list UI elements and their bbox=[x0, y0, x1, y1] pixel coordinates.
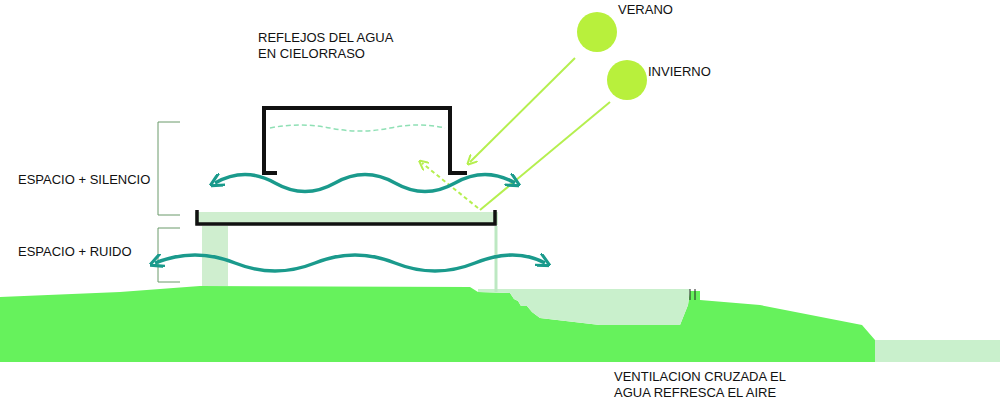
sun-label: VERANO bbox=[618, 2, 708, 18]
column bbox=[495, 226, 498, 292]
water-reflection bbox=[270, 125, 445, 131]
sun bbox=[577, 12, 617, 52]
airflow-arrow bbox=[155, 255, 545, 271]
water-body bbox=[875, 340, 1000, 362]
caption-note: VENTILACION CRUZADA EL AGUA REFRESCA EL … bbox=[614, 369, 804, 401]
ground bbox=[0, 286, 875, 362]
sun-label: INVIERNO bbox=[648, 64, 748, 80]
sun bbox=[607, 60, 647, 100]
airflow-arrow bbox=[215, 175, 515, 192]
zone-label: ESPACIO + RUIDO bbox=[18, 244, 153, 260]
note-label: REFLEJOS DEL AGUA EN CIELORRASO bbox=[258, 30, 408, 62]
pool-edge bbox=[690, 289, 695, 300]
winter-ray bbox=[480, 102, 610, 210]
pool-water bbox=[478, 289, 690, 325]
slab-outline bbox=[197, 210, 495, 224]
zone-label: ESPACIO + SILENCIO bbox=[18, 172, 153, 188]
upper-volume bbox=[262, 108, 467, 173]
summer-ray bbox=[470, 58, 575, 162]
